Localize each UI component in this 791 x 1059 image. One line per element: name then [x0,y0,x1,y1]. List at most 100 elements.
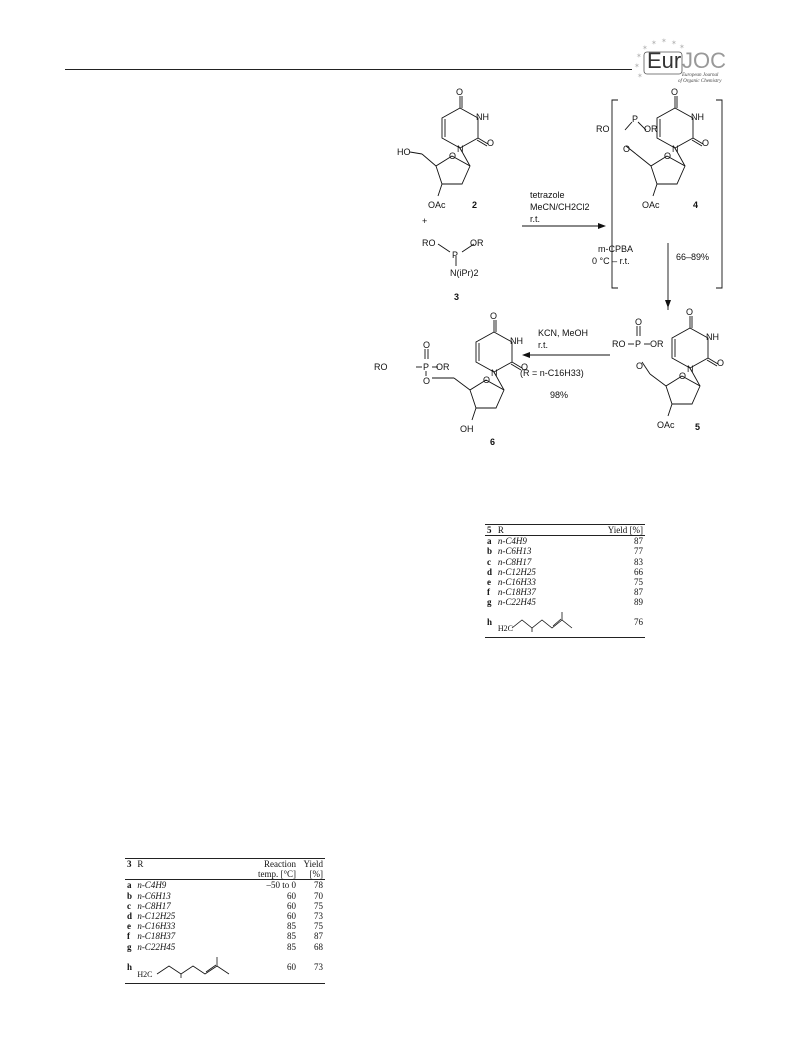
step1-temperature: r.t. [530,214,540,224]
step2-reagent: m-CPBA [598,244,633,254]
atom-label: O [449,151,456,161]
atom-label: OAc [657,420,675,430]
compound-number-3: 3 [454,292,459,302]
atom-label: P [452,250,458,260]
atom-label: P [423,362,429,372]
atom-label: RO [374,362,388,372]
atom-label: O [671,88,678,97]
geranyl-structure-icon [511,611,573,632]
step2-yield: 66–89% [676,252,709,262]
reaction-scheme: O NH O N O HO OAc 2 + RO P OR N(iPr)2 3 … [374,88,724,447]
compound-number-6: 6 [490,437,495,447]
journal-logo: ✶✶✶ ✶✶✶ ✶✶ Eur JOC European Journal of O… [630,37,730,86]
atom-label: RO [612,339,626,349]
atom-label: O [717,358,724,368]
atom-label: N(iPr)2 [450,268,479,278]
table-header-cell: Yield [%] [597,524,645,537]
atom-label: O [423,376,430,386]
atom-label: O [636,361,643,371]
compound-number-2: 2 [472,200,477,210]
svg-text:✶: ✶ [661,38,667,45]
atom-label: O [686,307,693,317]
atom-label: RO [422,238,436,248]
atom-label: P [635,339,641,349]
logo-subtitle-1: European Journal [682,73,719,78]
atom-label: OAc [642,200,660,210]
logo-text-right: JOC [682,48,726,73]
table-header-cell: R [495,524,598,537]
atom-label: N [672,144,679,154]
table-header-row: 5 R Yield [%] [485,524,645,537]
atom-label: O [483,375,490,385]
atom-label: OR [436,362,450,372]
h2c-label: H2C [137,969,153,979]
atom-label: O [456,88,463,97]
atom-label: N [457,144,464,154]
atom-label: NH [510,336,523,346]
atom-label: NH [691,112,704,122]
svg-text:✶: ✶ [651,39,657,47]
atom-label: O [664,151,671,161]
atom-label: OR [644,124,658,134]
atom-label: O [635,317,642,327]
atom-label: OAc [428,200,446,210]
svg-text:✶: ✶ [637,72,643,80]
geranyl-structure-icon [157,956,230,978]
table-row: h H2C 60 73 [125,952,325,984]
atom-label: O [423,340,430,350]
step2-temperature: 0 °C – r.t. [592,256,630,266]
compound-number-4: 4 [693,200,698,210]
atom-label: HO [397,147,411,157]
step1-solvent: MeCN/CH2Cl2 [530,202,590,212]
step1-reagent: tetrazole [530,190,565,200]
atom-label: P [632,114,638,124]
compound-number-5: 5 [695,422,700,432]
atom-label: O [679,371,686,381]
step3-temperature: r.t. [538,340,548,350]
atom-label: O [623,144,630,154]
logo-stars-icon: ✶✶✶ ✶✶✶ ✶✶ [634,37,685,80]
step3-yield: 98% [550,390,568,400]
atom-label: NH [476,112,489,122]
table-header-row: temp. [°C] [%] [125,869,325,881]
logo-text-left: Eur [647,48,682,73]
svg-text:✶: ✶ [642,44,648,52]
atom-label: O [521,362,528,372]
atom-label: OR [470,238,484,248]
logo-subtitle-2: of Organic Chemistry [678,79,722,84]
atom-label: RO [596,124,610,134]
header-rule [65,69,632,70]
table-header-row: 3 R Reaction Yield [127,859,323,869]
step3-reagent: KCN, MeOH [538,328,588,338]
h2c-label: H2C [497,623,514,633]
atom-label: O [702,138,709,148]
atom-label: N [687,364,694,374]
svg-text:✶: ✶ [636,52,642,60]
atom-label: O [487,138,494,148]
table-row: h H2C 76 [485,608,645,638]
atom-label: NH [706,332,719,342]
atom-label: O [490,311,497,321]
atom-label: OH [460,424,474,434]
svg-text:✶: ✶ [634,62,640,70]
table-header-cell: 5 [485,524,496,537]
svg-text:✶: ✶ [671,39,677,47]
svg-text:✶: ✶ [679,43,685,51]
step3-condition: (R = n-C16H33) [520,368,584,378]
atom-label: + [422,216,427,226]
